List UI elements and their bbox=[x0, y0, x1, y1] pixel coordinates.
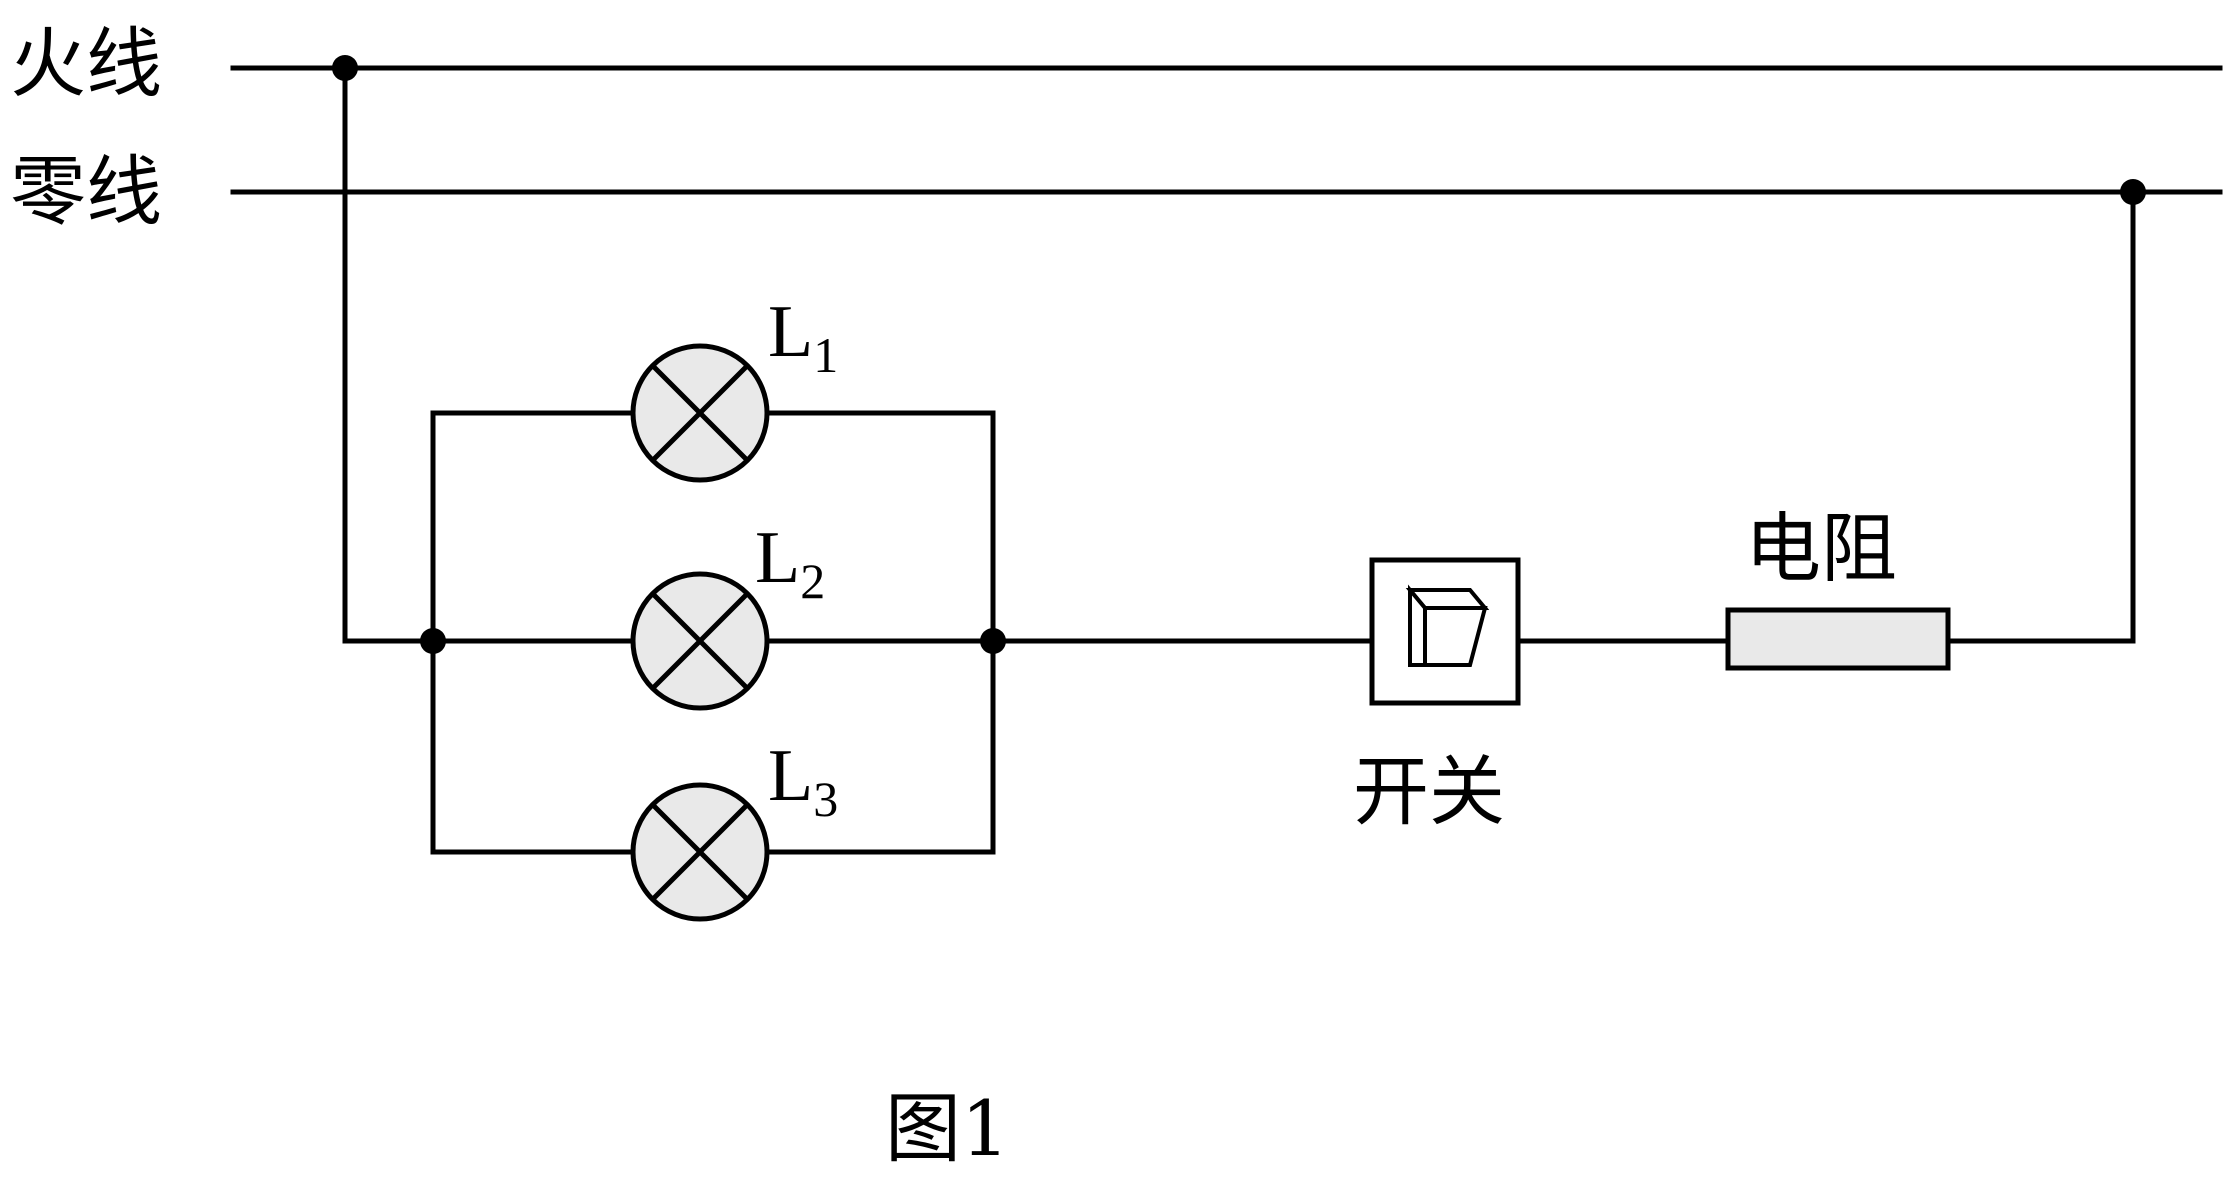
junction-dot-lamp-left bbox=[420, 628, 446, 654]
figure-caption: 图1 bbox=[885, 1084, 1009, 1173]
live-wire-label: 火线 bbox=[10, 19, 162, 108]
neutral-wire-label: 零线 bbox=[10, 147, 162, 236]
junction-dot-lamp-right bbox=[980, 628, 1006, 654]
resistor-icon bbox=[1725, 607, 1951, 671]
lamp-l1-icon bbox=[630, 343, 770, 483]
resistor-label: 电阻 bbox=[1745, 504, 1897, 593]
resistor-to-neutral-wire bbox=[1945, 189, 2136, 644]
junction-dot-live bbox=[332, 55, 358, 81]
lamp-l2-label: L2 bbox=[755, 517, 825, 609]
switch-icon bbox=[1369, 557, 1521, 706]
live-drop-wire bbox=[342, 65, 436, 644]
junction-dot-neutral bbox=[2120, 179, 2146, 205]
lamp-l3-icon bbox=[630, 782, 770, 922]
switch-label: 开关 bbox=[1353, 747, 1505, 836]
lamp-l2-icon bbox=[630, 571, 770, 711]
lamp-l3-label: L3 bbox=[768, 735, 838, 827]
lamp-l1-label: L1 bbox=[768, 291, 838, 383]
